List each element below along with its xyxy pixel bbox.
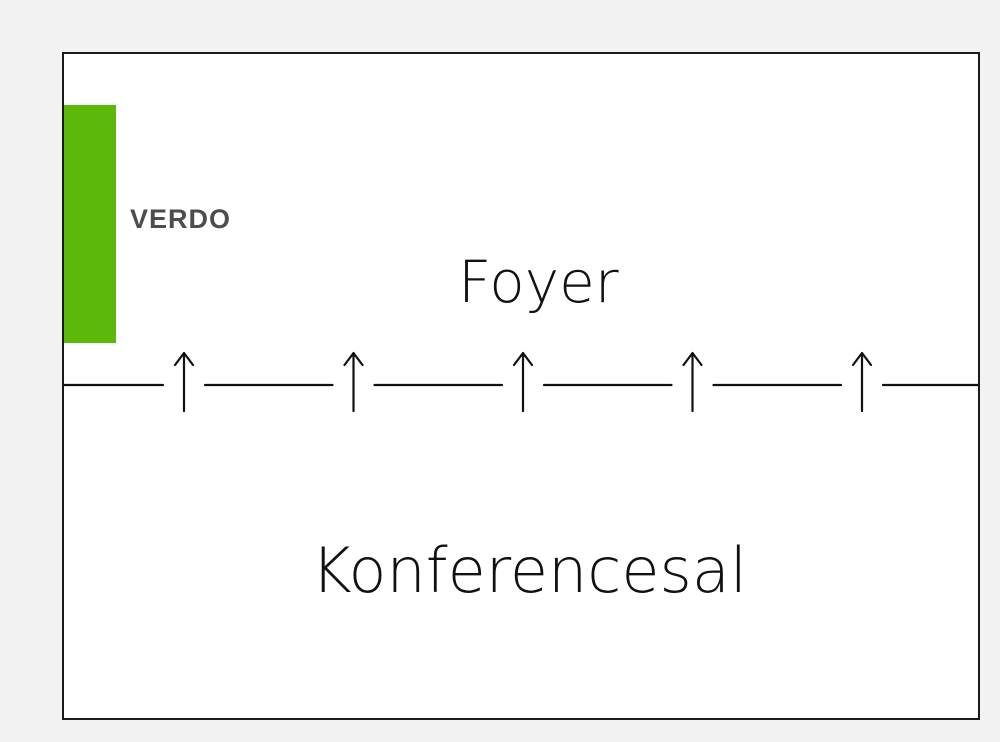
door-arrow-up-icon — [851, 351, 873, 413]
verdo-logo: VERDO — [130, 204, 232, 234]
floor-plan: VERDO Foyer Konferencesal — [62, 52, 980, 720]
brand-green-bar — [64, 105, 116, 343]
door-arrow-up-icon — [682, 351, 703, 413]
door-arrow-up-icon — [343, 351, 364, 413]
door-arrow-up-icon — [512, 351, 534, 413]
room-divider — [64, 351, 978, 413]
room-label-konferencesal: Konferencesal — [310, 534, 748, 607]
door-arrow-up-icon — [173, 351, 195, 413]
